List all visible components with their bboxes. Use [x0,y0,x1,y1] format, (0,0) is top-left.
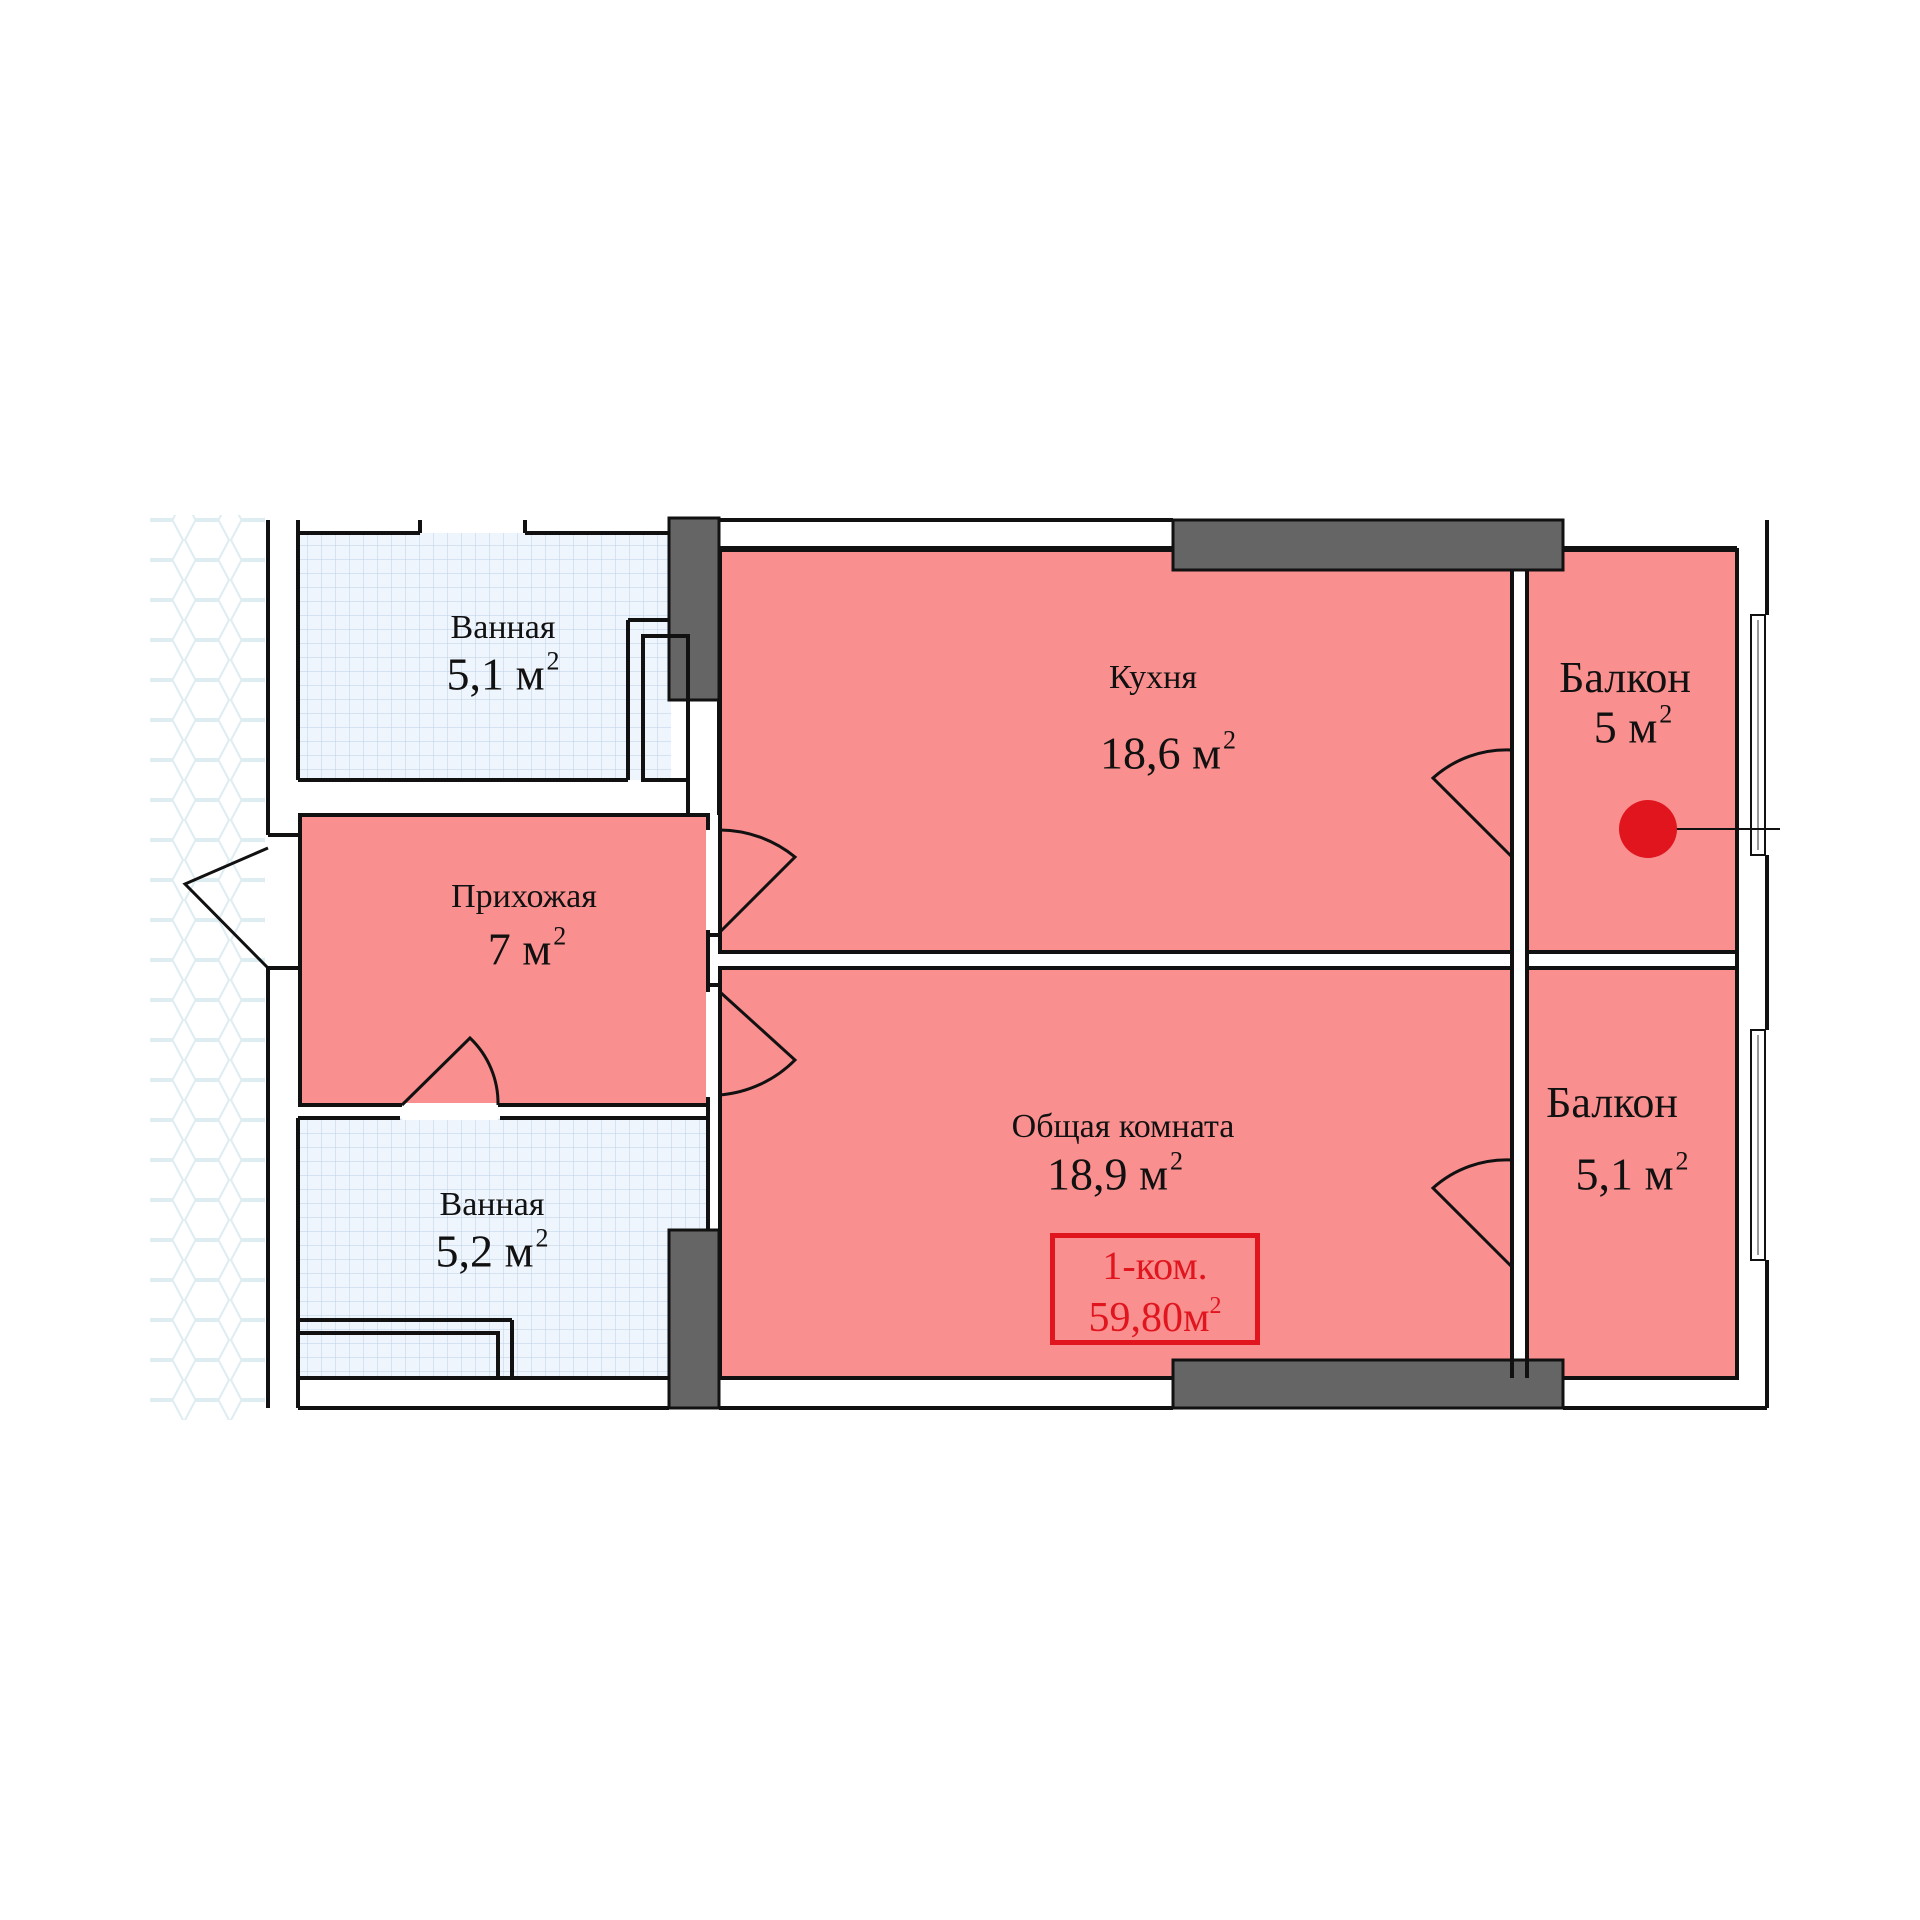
balcony-top-area: 5 м2 [1593,699,1673,753]
bath-bottom-name: Ванная [439,1186,545,1223]
living-name: Общая комната [1011,1108,1235,1145]
wall-block [1171,518,1565,572]
balcony-top-door [1430,748,1514,859]
bath-top-floor [298,533,671,780]
balcony-bottom-name: Балкон [1546,1078,1678,1127]
balcony-bottom-floor [1525,966,1739,1380]
kitchen-area: 18,6 м2 [1099,725,1237,779]
bath-top-area: 5,1 м2 [446,646,560,700]
living-hall-door [718,990,798,1097]
hall-floor [298,813,710,1107]
location-dot-icon [1619,800,1677,858]
bath-bottom-area: 5,2 м2 [435,1223,549,1277]
apartment-total-area: 59,80м2 [1088,1293,1222,1341]
balcony-bottom-area: 5,1 м2 [1575,1146,1689,1200]
bath-top-name: Ванная [450,609,556,646]
wall-block [667,516,721,702]
hall-area: 7 м2 [487,921,567,975]
exterior-texture [150,515,265,1420]
apartment-summary: 1-ком. 59,80м2 [1050,1233,1260,1345]
balcony-bottom-door [1430,1158,1514,1269]
living-area: 18,9 м2 [1046,1146,1184,1200]
bath-bottom-door [400,1035,500,1107]
kitchen-hall-door [718,828,798,934]
balcony-top-name: Балкон [1559,653,1691,702]
wall-block [1171,1358,1565,1410]
wall-block [667,1228,721,1410]
entry-door [182,846,270,970]
kitchen-name: Кухня [1109,659,1197,696]
apartment-type: 1-ком. [1102,1243,1208,1288]
hall-name: Прихожая [451,878,597,915]
